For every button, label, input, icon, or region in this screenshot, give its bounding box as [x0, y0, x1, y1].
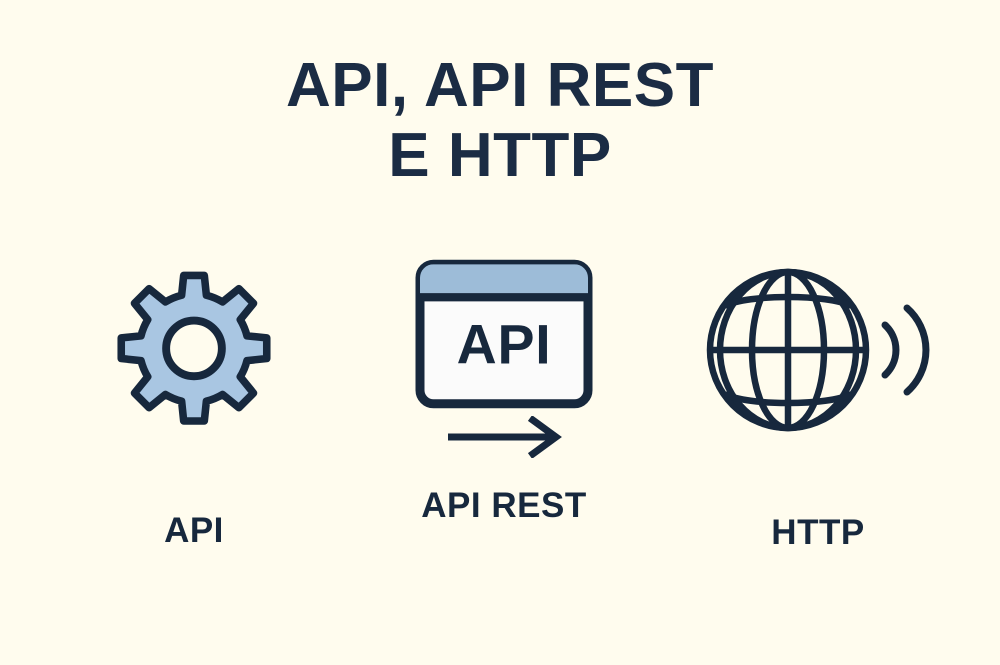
api-window-icon: API: [414, 258, 594, 410]
concept-column-api-rest: API API REST: [354, 258, 654, 523]
concept-column-api: API: [44, 258, 344, 548]
api-card-text: API: [457, 313, 552, 375]
http-icon-slot: [702, 258, 934, 468]
globe-icon: [702, 262, 934, 438]
arrow-right-icon: [442, 416, 566, 458]
page-title-line-2: E HTTP: [388, 120, 612, 190]
api-rest-icon-slot: API: [414, 258, 594, 468]
gear-icon: [108, 266, 280, 438]
concept-columns: API: [0, 258, 1000, 558]
concept-column-http: HTTP: [668, 258, 968, 550]
signal-waves-icon: [881, 304, 930, 396]
page-title: API, API REST E HTTP: [0, 51, 1000, 190]
page-title-line-1: API, API REST: [286, 51, 714, 120]
concept-label-api: API: [164, 511, 224, 550]
api-icon-slot: [108, 258, 280, 468]
concept-label-http: HTTP: [771, 513, 865, 552]
concept-label-api-rest: API REST: [421, 486, 587, 525]
